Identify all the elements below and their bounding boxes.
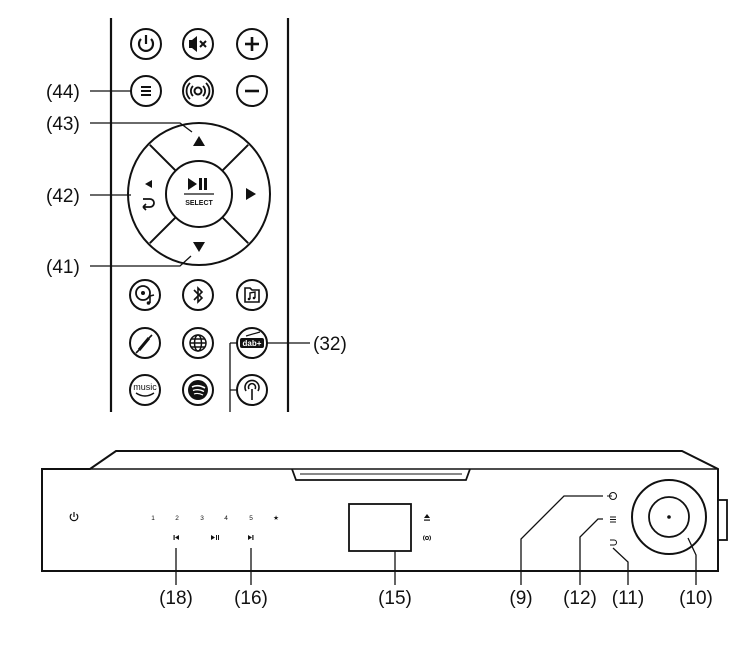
device-source-button[interactable] xyxy=(607,492,617,500)
menu-button[interactable] xyxy=(130,75,162,107)
callout-11: (11) xyxy=(612,588,644,609)
callout-42: (42) xyxy=(46,186,80,207)
callout-labels: (44) (43) (42) (41) (32) (18) (16) (15) … xyxy=(46,82,713,609)
music-label: music xyxy=(133,382,157,392)
right-button[interactable] xyxy=(246,188,256,200)
volume-knob[interactable] xyxy=(631,479,707,555)
cd-music-icon xyxy=(135,285,155,305)
mute-icon xyxy=(189,36,207,52)
callout-41: (41) xyxy=(46,257,80,278)
device-broadcast-button[interactable] xyxy=(423,535,431,541)
callout-18: (18) xyxy=(159,588,193,609)
device-prev-button[interactable] xyxy=(173,535,180,540)
preset-5[interactable]: 5 xyxy=(249,515,253,522)
device-menu-icon xyxy=(610,516,616,523)
arrow-down-icon xyxy=(193,242,205,252)
eject-icon xyxy=(424,514,430,521)
left-back-button[interactable] xyxy=(142,180,155,211)
amazon-music-button[interactable]: music xyxy=(129,374,161,406)
callout-12: (12) xyxy=(563,588,597,609)
broadcast-button[interactable] xyxy=(182,75,214,107)
main-unit: 1 2 3 4 5 ★ xyxy=(41,450,728,585)
down-button[interactable] xyxy=(193,242,205,252)
dab-button[interactable]: dab+ xyxy=(236,327,268,359)
broadcast-icon xyxy=(185,82,211,100)
bluetooth-icon xyxy=(193,286,204,304)
preset-favorite[interactable]: ★ xyxy=(273,514,279,522)
dab-radio-icon: dab+ xyxy=(240,331,264,348)
preset-buttons: 1 2 3 4 5 ★ xyxy=(151,514,279,522)
unit-leader-lines xyxy=(175,495,697,585)
skip-previous-icon xyxy=(173,535,179,540)
dab-label: dab+ xyxy=(243,339,262,348)
remote-control: SELECT xyxy=(90,18,310,412)
callout-32: (32) xyxy=(313,334,347,355)
music-folder-icon xyxy=(244,287,260,303)
aux-button[interactable] xyxy=(129,327,161,359)
preset-2[interactable]: 2 xyxy=(175,515,179,522)
device-play-pause-icon xyxy=(211,535,219,540)
device-power-button[interactable] xyxy=(69,512,79,522)
cd-button[interactable] xyxy=(129,279,161,311)
volume-up-icon xyxy=(245,37,259,51)
select-label: SELECT xyxy=(185,200,213,207)
internet-radio-button[interactable] xyxy=(182,327,214,359)
power-button[interactable] xyxy=(130,28,162,60)
display-screen xyxy=(348,503,412,552)
music-folder-button[interactable] xyxy=(236,279,268,311)
spotify-button[interactable] xyxy=(182,374,214,406)
disc-slot[interactable] xyxy=(291,468,471,481)
menu-icon xyxy=(141,86,151,96)
internet-radio-icon xyxy=(189,334,207,352)
skip-next-icon xyxy=(248,535,254,540)
side-port xyxy=(717,499,728,541)
device-play-pause-button[interactable] xyxy=(211,535,219,540)
preset-3[interactable]: 3 xyxy=(200,515,204,522)
callout-15: (15) xyxy=(378,588,412,609)
callout-9: (9) xyxy=(509,588,532,609)
play-select-button[interactable]: SELECT xyxy=(184,178,214,207)
device-power-icon xyxy=(69,512,79,522)
volume-up-button[interactable] xyxy=(236,28,268,60)
device-back-button[interactable] xyxy=(610,539,617,546)
source-input-icon xyxy=(607,492,617,500)
power-icon xyxy=(137,35,155,52)
arrow-up-icon xyxy=(193,136,205,146)
device-broadcast-icon xyxy=(423,535,431,541)
device-eject-button[interactable] xyxy=(424,514,430,521)
callout-43: (43) xyxy=(46,114,80,135)
amazon-music-icon: music xyxy=(133,382,157,397)
aux-cable-icon xyxy=(135,334,153,354)
bluetooth-button[interactable] xyxy=(182,279,214,311)
podcast-button[interactable] xyxy=(236,374,268,406)
callout-16: (16) xyxy=(234,588,268,609)
device-menu-button[interactable] xyxy=(610,516,616,523)
spotify-icon xyxy=(188,380,208,400)
up-button[interactable] xyxy=(193,136,205,146)
callout-44: (44) xyxy=(46,82,80,103)
callout-10: (10) xyxy=(679,588,713,609)
device-back-icon xyxy=(610,539,617,546)
mute-button[interactable] xyxy=(182,28,214,60)
preset-1[interactable]: 1 xyxy=(151,515,155,522)
volume-down-button[interactable] xyxy=(236,75,268,107)
play-pause-icon xyxy=(184,178,214,195)
podcast-icon xyxy=(244,379,260,400)
arrow-left-icon xyxy=(145,180,152,188)
preset-4[interactable]: 4 xyxy=(224,515,228,522)
back-icon xyxy=(142,198,155,211)
device-next-button[interactable] xyxy=(248,535,254,540)
d-pad: SELECT xyxy=(127,122,271,266)
remote-leader-lines xyxy=(90,90,310,412)
arrow-right-icon xyxy=(246,188,256,200)
